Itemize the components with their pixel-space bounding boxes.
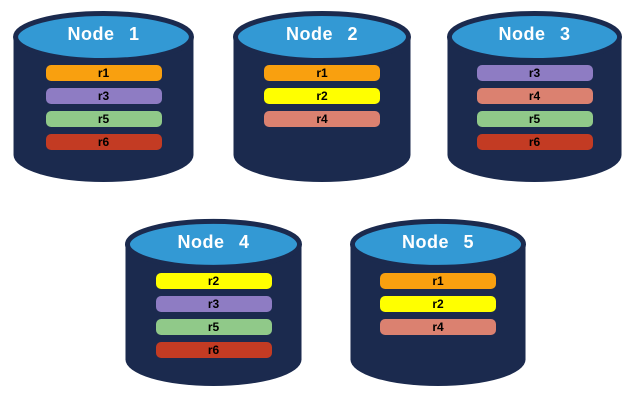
replica-bar-r4: r4 <box>476 88 593 104</box>
replica-bar-r6: r6 <box>155 342 272 358</box>
replica-bar-r5: r5 <box>45 111 162 127</box>
replica-bar-r4: r4 <box>380 319 496 335</box>
replica-list: r3 r4 r5 r6 <box>476 65 593 150</box>
node-4: Node 4 r2 r3 r5 r6 <box>124 216 303 388</box>
cylinder-top <box>349 218 527 270</box>
node-title: Node 4 <box>177 232 250 252</box>
replica-bar-r1: r1 <box>45 65 162 81</box>
replica-bar-r1: r1 <box>380 273 496 289</box>
replica-bar-r3: r3 <box>476 65 593 81</box>
cylinder-top <box>124 218 303 270</box>
replica-bar-r2: r2 <box>264 88 380 104</box>
node-title: Node 5 <box>401 232 474 252</box>
replica-bar-r5: r5 <box>476 111 593 127</box>
cylinder-top <box>446 11 623 63</box>
cylinder-top <box>233 11 411 63</box>
replica-bar-r2: r2 <box>155 273 272 289</box>
replica-list: r1 r3 r5 r6 <box>45 65 162 150</box>
node-title: Node 1 <box>67 24 140 44</box>
replica-bar-r2: r2 <box>380 296 496 312</box>
replica-bar-r4: r4 <box>264 111 380 127</box>
replica-list: r1 r2 r4 <box>264 65 380 127</box>
node-title: Node 2 <box>285 24 358 44</box>
replica-bar-r6: r6 <box>476 134 593 150</box>
node-2: Node 2 r1 r2 r4 <box>232 8 412 184</box>
replica-bar-r1: r1 <box>264 65 380 81</box>
node-title: Node 3 <box>498 24 571 44</box>
replica-bar-r5: r5 <box>155 319 272 335</box>
replica-bar-r3: r3 <box>155 296 272 312</box>
node-5: Node 5 r1 r2 r4 <box>349 216 527 388</box>
replica-list: r1 r2 r4 <box>380 273 496 335</box>
cylinder-top <box>13 11 194 63</box>
replica-bar-r3: r3 <box>45 88 162 104</box>
replica-list: r2 r3 r5 r6 <box>155 273 272 358</box>
replica-bar-r6: r6 <box>45 134 162 150</box>
node-3: Node 3 r3 r4 r5 r6 <box>446 8 623 184</box>
node-1: Node 1 r1 r3 r5 r6 <box>12 8 195 184</box>
